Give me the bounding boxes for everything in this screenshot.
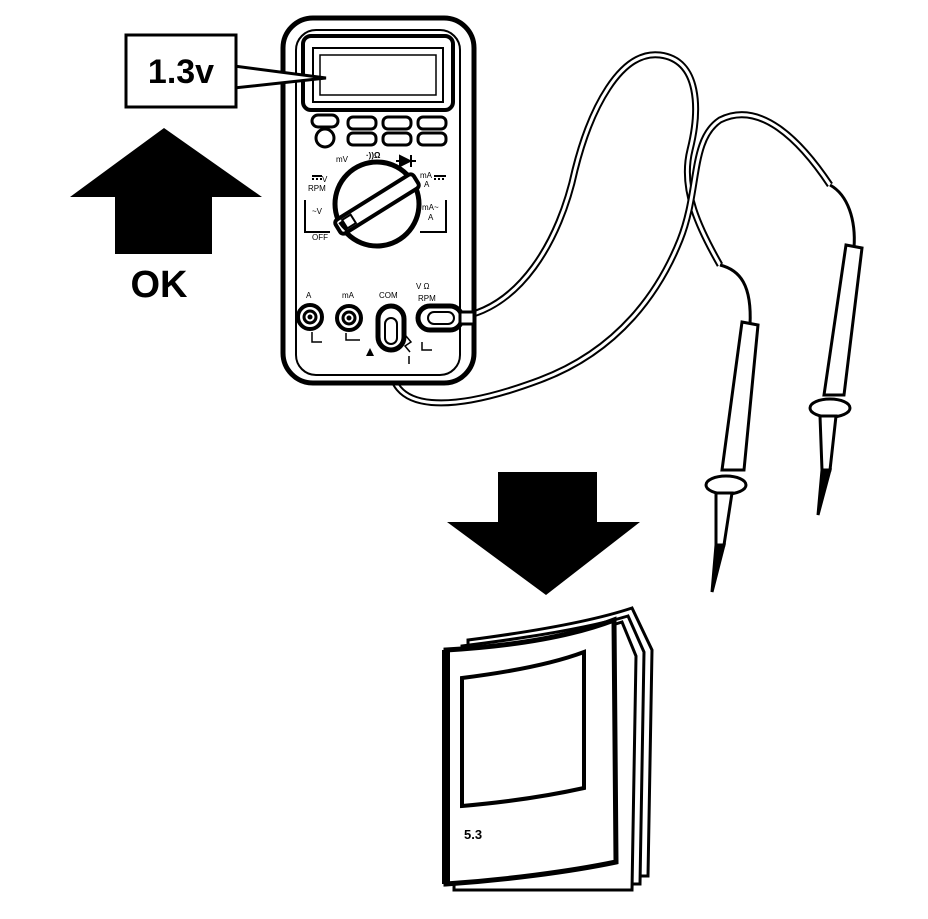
reading-value: 1.3v — [148, 53, 214, 91]
range-frame — [304, 200, 447, 233]
dial-label-ma-ac: mA~ — [422, 203, 439, 212]
test-leads — [387, 51, 833, 407]
jack-label-ma: mA — [342, 291, 355, 300]
ok-up-arrow: OK — [70, 128, 262, 306]
ok-label: OK — [131, 264, 189, 306]
dial-labels: mV ·))Ω V RPM ~V OFF mA A mA~ A — [308, 151, 439, 242]
reading-callout: 1.3v — [124, 33, 327, 109]
jack-a — [296, 303, 324, 331]
arrow-up-icon — [70, 128, 262, 254]
com-plug — [375, 303, 407, 353]
arrow-down-icon — [447, 472, 640, 595]
lcd-display — [301, 34, 455, 112]
dial-label-off: OFF — [312, 233, 328, 242]
dc-marks — [312, 175, 446, 180]
dial-label-acv: ~V — [312, 207, 323, 216]
multimeter: mV ·))Ω V RPM ~V OFF mA A mA~ A — [280, 15, 477, 386]
jack-label-a: A — [306, 291, 312, 300]
probe-right — [808, 183, 864, 516]
dial-label-mv: mV — [336, 155, 349, 164]
dial-label-ma: mA — [420, 171, 433, 180]
jack-label-v-ohm: V Ω — [416, 282, 430, 291]
probe-left — [704, 263, 760, 593]
manual-section-number: 5.3 — [464, 827, 482, 842]
manual-booklet: 5.3 — [442, 606, 654, 892]
dial-label-a: A — [424, 180, 430, 189]
input-jacks: A mA COM V Ω RPM — [296, 282, 476, 364]
rotary-dial — [332, 159, 422, 249]
jack-label-rpm: RPM — [418, 294, 436, 303]
dial-label-a-ac: A — [428, 213, 434, 222]
function-buttons — [310, 113, 448, 149]
dial-label-continuity: ·))Ω — [366, 151, 381, 160]
dial-label-rpm: RPM — [308, 184, 326, 193]
jack-ma — [335, 304, 363, 332]
diode-icon — [396, 154, 416, 168]
dial-label-v: V — [322, 175, 328, 184]
jack-label-com: COM — [379, 291, 398, 300]
v-plug — [415, 303, 476, 333]
